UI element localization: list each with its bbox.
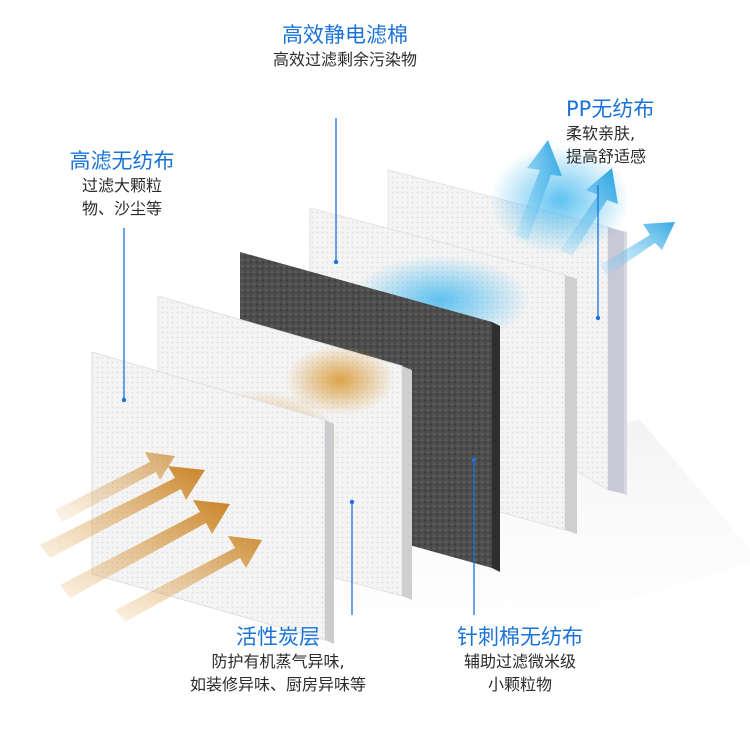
label-desc-line: 过滤大颗粒 [81,176,162,195]
label-desc: 高效过滤剩余污染物 [272,50,417,69]
label-desc-line: 提高舒适感 [566,147,647,166]
label-desc-line: 如装修异味、厨房异味等 [189,675,366,694]
label-electrostatic: 高效静电滤棉 高效过滤剩余污染物 [250,22,440,71]
label-desc-line: 防护有机蒸气异味, [211,652,345,671]
label-pp: PP无纺布 柔软亲肤, 提高舒适感 [566,96,706,168]
label-needle-punched: 针刺棉无纺布 辅助过滤微米级 小颗粒物 [425,624,615,696]
label-title: 针刺棉无纺布 [457,625,583,649]
layer-high-filter [91,351,334,644]
label-desc-line: 物、沙尘等 [81,199,162,218]
label-title: 活性炭层 [236,625,320,649]
incoming-arrows-icon [40,452,262,622]
label-desc-line: 小颗粒物 [487,675,552,694]
label-title: PP无纺布 [566,97,655,121]
leader-lines [121,118,601,615]
label-high-filter: 高滤无纺布 过滤大颗粒 物、沙尘等 [62,148,182,220]
label-activated-carbon: 活性炭层 防护有机蒸气异味, 如装修异味、厨房异味等 [158,624,398,696]
label-desc-line: 辅助过滤微米级 [463,652,576,671]
label-title: 高效静电滤棉 [282,23,408,47]
label-desc-line: 柔软亲肤, [566,124,636,143]
label-title: 高滤无纺布 [69,149,175,173]
outgoing-arrows-icon [515,140,675,276]
